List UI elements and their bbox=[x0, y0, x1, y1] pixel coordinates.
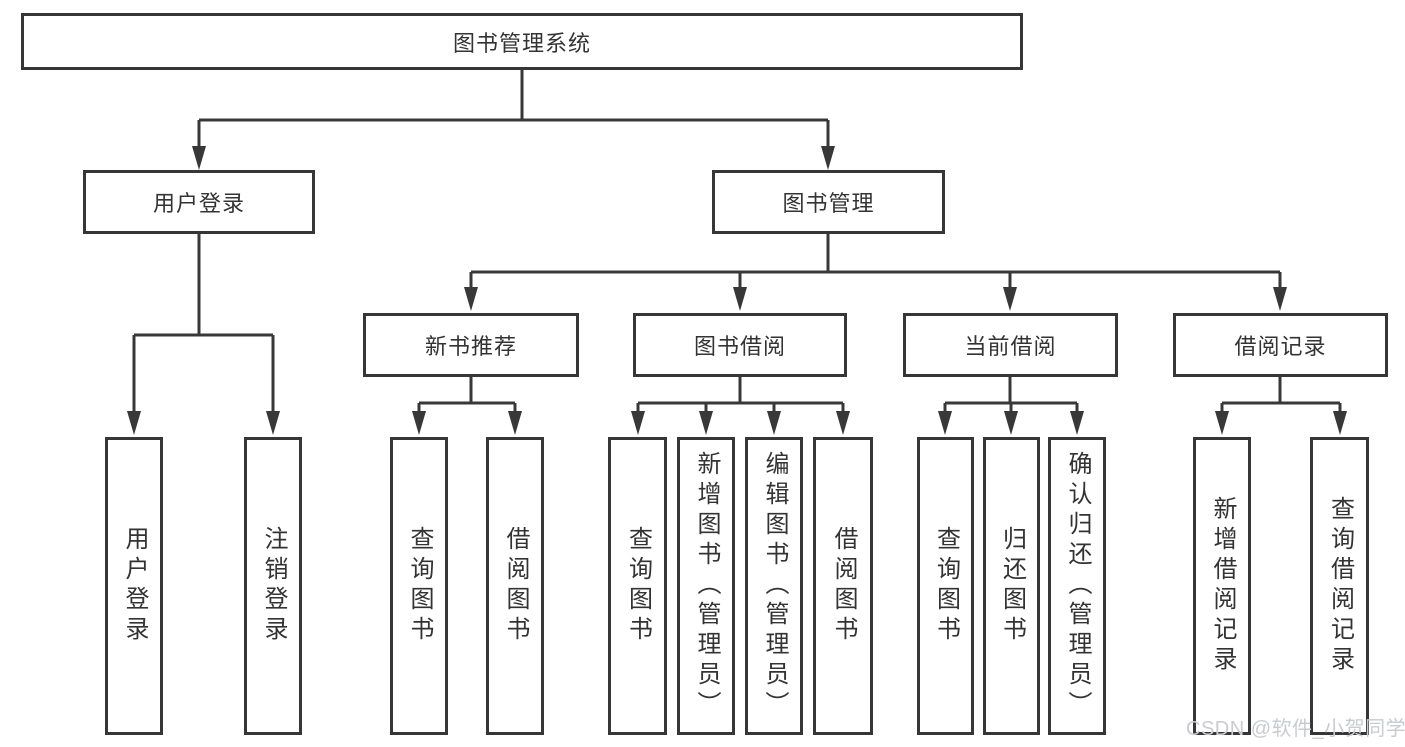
leaf-edit-books-admin: 编辑图书（管理员） bbox=[745, 437, 803, 735]
node-label: 借阅图书 bbox=[830, 526, 857, 646]
node-label: 查询图书 bbox=[624, 526, 652, 646]
node-label: 借阅图书 bbox=[502, 526, 529, 646]
node-label: 新增借阅记录 bbox=[1209, 496, 1236, 676]
arrowhead-icon bbox=[1070, 411, 1084, 435]
leaf-query-books-recommend: 查询图书 bbox=[390, 437, 448, 735]
leaf-query-borrow-record: 查询借阅记录 bbox=[1310, 437, 1369, 735]
connector-user-login-to-leaves bbox=[127, 233, 280, 435]
connector-book-borrow-to-leaves bbox=[631, 377, 850, 435]
arrowhead-icon bbox=[767, 411, 781, 435]
arrowhead-icon bbox=[699, 411, 713, 435]
node-label: 归还图书 bbox=[998, 526, 1026, 646]
leaf-borrow-books-recommend: 借阅图书 bbox=[486, 437, 544, 735]
leaf-query-books-current: 查询图书 bbox=[917, 437, 974, 735]
node-label: 编辑图书（管理员） bbox=[761, 451, 788, 721]
node-root-library-system: 图书管理系统 bbox=[21, 13, 1023, 70]
arrowhead-icon bbox=[733, 287, 747, 311]
node-label: 图书借阅 bbox=[693, 334, 786, 359]
connector-current-borrow-to-leaves bbox=[938, 377, 1084, 435]
arrowhead-icon bbox=[1215, 411, 1229, 435]
arrowhead-icon bbox=[1004, 411, 1018, 435]
node-current-borrow: 当前借阅 bbox=[903, 313, 1118, 377]
arrowhead-icon bbox=[266, 411, 280, 435]
node-label: 确认归还（管理员） bbox=[1064, 451, 1091, 721]
node-book-management: 图书管理 bbox=[712, 170, 945, 234]
arrowhead-icon bbox=[464, 287, 478, 311]
node-label: 图书管理 bbox=[782, 191, 875, 216]
leaf-add-borrow-record: 新增借阅记录 bbox=[1193, 437, 1251, 735]
csdn-watermark: CSDN @软件_小贺同学 bbox=[1186, 718, 1405, 740]
node-label: 新增图书（管理员） bbox=[693, 451, 720, 721]
connector-book-management-to-level3 bbox=[464, 234, 1287, 311]
leaf-query-books-borrow: 查询图书 bbox=[608, 437, 667, 735]
node-borrow-records: 借阅记录 bbox=[1173, 313, 1388, 377]
node-label: 用户登录 bbox=[152, 191, 245, 216]
arrowhead-icon bbox=[1273, 287, 1287, 311]
connector-borrow-records-to-leaves bbox=[1215, 377, 1347, 435]
leaf-logout: 注销登录 bbox=[244, 437, 302, 735]
leaf-confirm-return-admin: 确认归还（管理员） bbox=[1048, 437, 1106, 735]
leaf-return-books: 归还图书 bbox=[983, 437, 1040, 735]
connector-new-book-recommend-to-leaves bbox=[412, 377, 522, 435]
node-label: 当前借阅 bbox=[964, 334, 1057, 359]
arrowhead-icon bbox=[412, 411, 426, 435]
node-label: 查询图书 bbox=[406, 526, 433, 646]
arrowhead-icon bbox=[127, 411, 141, 435]
arrowhead-icon bbox=[1003, 287, 1017, 311]
arrowhead-icon bbox=[938, 411, 952, 435]
node-label: 图书管理系统 bbox=[452, 30, 591, 56]
node-label: 用户登录 bbox=[121, 526, 148, 646]
arrowhead-icon bbox=[836, 411, 850, 435]
node-label: 新书推荐 bbox=[424, 334, 517, 359]
connector-root-to-level2 bbox=[192, 69, 835, 170]
node-book-borrow: 图书借阅 bbox=[633, 313, 847, 377]
node-label: 借阅记录 bbox=[1234, 334, 1327, 359]
node-label: 查询图书 bbox=[932, 526, 960, 646]
arrowhead-icon bbox=[192, 146, 206, 170]
arrowhead-icon bbox=[508, 411, 522, 435]
node-user-login: 用户登录 bbox=[83, 170, 315, 234]
leaf-add-books-admin: 新增图书（管理员） bbox=[677, 437, 735, 735]
leaf-user-login: 用户登录 bbox=[105, 437, 163, 735]
arrowhead-icon bbox=[631, 411, 645, 435]
node-label: 查询借阅记录 bbox=[1326, 496, 1354, 676]
node-label: 注销登录 bbox=[260, 526, 287, 646]
node-new-book-recommend: 新书推荐 bbox=[363, 313, 579, 377]
leaf-borrow-books: 借阅图书 bbox=[813, 437, 873, 735]
arrowhead-icon bbox=[821, 146, 835, 170]
arrowhead-icon bbox=[1333, 411, 1347, 435]
